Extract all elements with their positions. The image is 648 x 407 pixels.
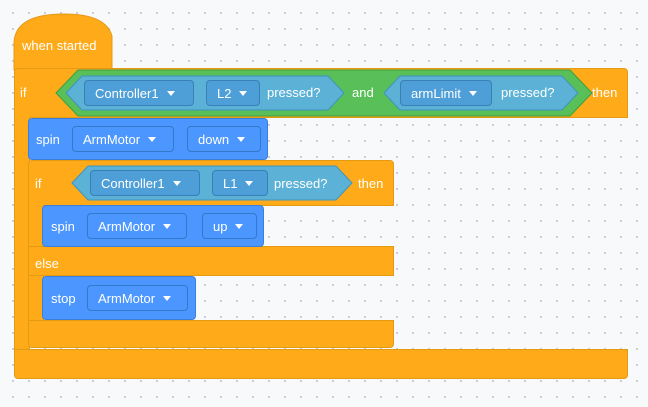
bumper-dropdown[interactable]: armLimit [400,80,492,106]
motor-dropdown-value: ArmMotor [83,131,141,147]
chevron-down-icon [163,296,172,301]
pressed-label: pressed? [501,85,555,100]
controller-dropdown[interactable]: Controller1 [90,170,200,196]
spin-label: spin [51,219,75,234]
when-started-label: when started [22,38,97,53]
button-dropdown-value: L1 [223,175,238,191]
outer-if-label: if [20,85,27,100]
chevron-down-icon [172,181,181,186]
spin-label: spin [36,132,60,147]
chevron-down-icon [245,181,254,186]
controller-dropdown-value: Controller1 [101,175,165,191]
bumper-dropdown-value: armLimit [411,85,461,101]
else-label: else [35,256,59,271]
chevron-down-icon [148,137,157,142]
motor-dropdown[interactable]: ArmMotor [87,213,187,239]
controller-dropdown[interactable]: Controller1 [84,80,194,106]
when-started-hat-block[interactable] [13,13,114,71]
inner-if-label: if [35,176,42,191]
button-dropdown-value: L2 [217,85,232,101]
direction-dropdown-value: up [213,218,228,234]
inner-if-bottom [28,320,394,348]
motor-dropdown-value: ArmMotor [98,290,156,306]
stop-label: stop [51,291,76,306]
inner-then-label: then [358,176,384,191]
controller-dropdown-value: Controller1 [95,85,159,101]
direction-dropdown-value: down [198,131,230,147]
outer-then-label: then [592,85,618,100]
else-bar [28,246,394,276]
motor-dropdown[interactable]: ArmMotor [87,285,188,311]
direction-dropdown[interactable]: up [202,213,257,239]
outer-if-bottom [14,349,628,379]
motor-dropdown-value: ArmMotor [98,218,156,234]
motor-dropdown[interactable]: ArmMotor [72,126,174,152]
chevron-down-icon [237,137,246,142]
chevron-down-icon [239,91,248,96]
chevron-down-icon [235,224,244,229]
direction-dropdown[interactable]: down [187,126,261,152]
and-operator-label: and [352,85,374,100]
chevron-down-icon [166,91,175,96]
pressed-label: pressed? [274,176,328,191]
pressed-label: pressed? [267,85,321,100]
button-dropdown[interactable]: L2 [206,80,260,106]
chevron-down-icon [468,91,477,96]
button-dropdown[interactable]: L1 [212,170,268,196]
chevron-down-icon [163,224,172,229]
